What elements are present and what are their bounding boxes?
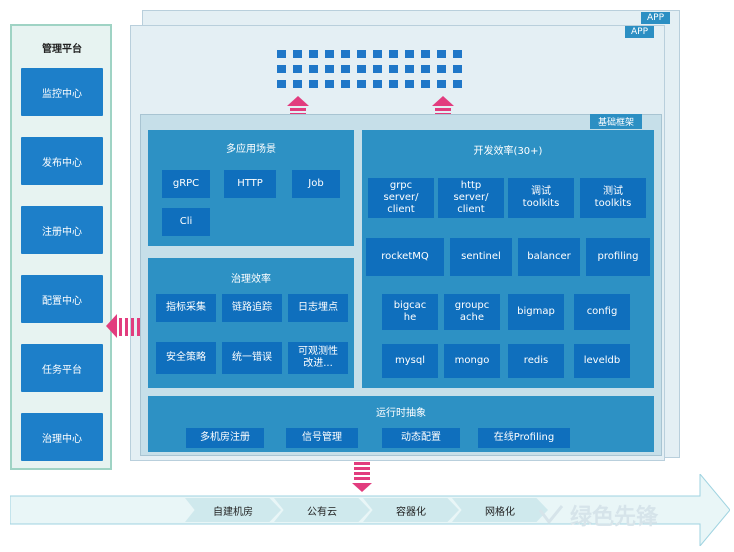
left-arrow [106,314,144,340]
service-dot [437,50,446,58]
service-dot [357,65,366,73]
base-framework-tag: 基础框架 [590,114,643,129]
chip-profiling: profiling [586,238,650,276]
service-dot [389,65,398,73]
chip-sentinel: sentinel [450,238,512,276]
service-dot [357,50,366,58]
chip-multi-idc-registry: 多机房注册 [186,428,264,448]
chip-debug-toolkits: 调试 toolkits [508,178,574,218]
chip-test-toolkits: 测试 toolkits [580,178,646,218]
service-dot [341,65,350,73]
management-item-governance: 治理中心 [21,413,103,461]
chip-observability: 可观测性 改进... [288,342,348,374]
dev-efficiency-title: 开发效率(30+) [473,146,543,157]
chip-metrics: 指标采集 [156,294,216,322]
service-dot [437,65,446,73]
runtime-panel: 运行时抽象 多机房注册 信号管理 动态配置 在线Profiling [148,396,654,452]
service-dot [325,80,334,88]
service-dot [453,65,462,73]
watermark-text: 绿色先锋 [570,505,659,530]
chip-http: HTTP [224,170,276,198]
management-platform: 管理平台 监控中心 发布中心 注册中心 配置中心 任务平台 治理中心 [10,24,112,470]
management-item-release: 发布中心 [21,137,103,185]
service-dot-grid [277,50,477,92]
service-dot [373,65,382,73]
service-dot [341,50,350,58]
stage-self-built-idc: 自建机房 [185,498,281,522]
governance-panel: 治理效率 指标采集 链路追踪 日志埋点 安全策略 统一错误 可观测性 改进... [148,258,354,388]
chip-bigmap: bigmap [508,294,564,330]
stage-public-cloud: 公有云 [274,498,370,522]
service-dot [421,80,430,88]
service-dot [453,80,462,88]
service-dot [357,80,366,88]
management-item-registry: 注册中心 [21,206,103,254]
down-arrow [352,462,372,494]
chip-grpc: gRPC [162,170,210,198]
chip-security: 安全策略 [156,342,216,374]
stage-service-mesh: 网格化 [452,498,548,522]
service-dot [437,80,446,88]
service-dot [421,50,430,58]
service-dot [405,65,414,73]
chip-cli: Cli [162,208,210,236]
service-dot [405,80,414,88]
chip-mongo: mongo [444,344,500,378]
chip-logging: 日志埋点 [288,294,348,322]
chip-http-server-client: http server/ client [438,178,504,218]
chip-bigcache: bigcac he [382,294,438,330]
chip-online-profiling: 在线Profiling [478,428,570,448]
service-dot [341,80,350,88]
management-item-monitor: 监控中心 [21,68,103,116]
multi-scene-panel: 多应用场景 gRPC HTTP Job Cli [148,130,354,246]
multi-scene-title: 多应用场景 [226,144,276,155]
chip-grpc-server-client: grpc server/ client [368,178,434,218]
service-dot [453,50,462,58]
stage-containerization: 容器化 [363,498,459,522]
service-dot [293,65,302,73]
app-tag-back: APP [641,12,671,24]
chip-rocketmq: rocketMQ [366,238,444,276]
chip-signal-management: 信号管理 [286,428,358,448]
chip-groupcache: groupc ache [444,294,500,330]
watermark: 绿色先锋 [538,498,728,532]
service-dot [277,65,286,73]
management-item-config: 配置中心 [21,275,103,323]
app-tag-front: APP [625,26,655,38]
service-dot [309,80,318,88]
service-dot [277,50,286,58]
service-dot [293,80,302,88]
chip-balancer: balancer [518,238,580,276]
management-item-task: 任务平台 [21,344,103,392]
service-dot [421,65,430,73]
service-dot [277,80,286,88]
runtime-title: 运行时抽象 [376,408,426,419]
chip-dynamic-config: 动态配置 [382,428,460,448]
chip-job: Job [292,170,340,198]
service-dot [405,50,414,58]
service-dot [325,50,334,58]
watermark-logo-icon [538,505,564,525]
chip-leveldb: leveldb [574,344,630,378]
service-dot [389,80,398,88]
chip-tracing: 链路追踪 [222,294,282,322]
chip-unified-error: 统一错误 [222,342,282,374]
service-dot [373,80,382,88]
service-dot [293,50,302,58]
evolution-arrow [10,474,730,546]
service-dot [325,65,334,73]
chip-mysql: mysql [382,344,438,378]
management-title: 管理平台 [42,44,82,55]
service-dot [309,65,318,73]
service-dot [309,50,318,58]
service-dot [373,50,382,58]
service-dot [389,50,398,58]
chip-redis: redis [508,344,564,378]
chip-config: config [574,294,630,330]
governance-title: 治理效率 [231,274,271,285]
